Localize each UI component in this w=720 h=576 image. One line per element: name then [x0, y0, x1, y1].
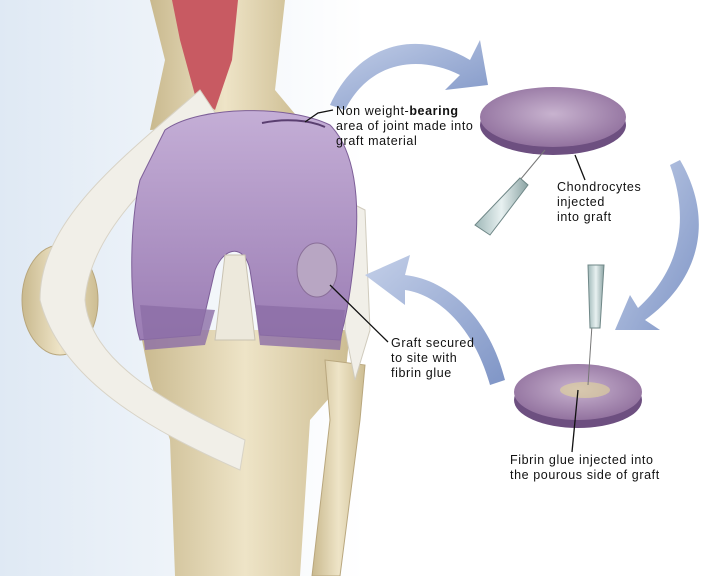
cruciate-ligament: [214, 254, 256, 341]
fibrin-glue: [560, 382, 610, 398]
label-text: area of joint made into: [336, 119, 474, 133]
label-text: fibrin glue: [391, 366, 452, 380]
label-text: Fibrin glue injected into: [510, 453, 654, 467]
label-text: to site with: [391, 351, 458, 365]
arrow-icon: [615, 160, 699, 330]
fibula: [311, 359, 366, 576]
donor-site-mark: [261, 119, 326, 128]
label-text: injected: [557, 195, 605, 209]
syringe-icon: [587, 264, 605, 386]
quadriceps-muscle: [172, 0, 238, 110]
label-donor-site: Non weight-bearing area of joint made in…: [336, 104, 474, 149]
leader-lines: [304, 109, 586, 453]
label-text: graft material: [336, 134, 418, 148]
implanted-graft: [296, 242, 338, 298]
patellar-tendon: [39, 89, 246, 471]
graft-disk-top: [480, 87, 626, 147]
label-text: Non weight-: [336, 104, 410, 118]
meniscus: [140, 305, 345, 350]
arrow-icon: [330, 40, 488, 110]
label-text-bold: bearing: [409, 104, 459, 118]
arrow-icon: [365, 255, 505, 385]
syringe-icon: [474, 149, 546, 236]
label-graft-secured: Graft secured to site with fibrin glue: [391, 336, 475, 381]
label-chondrocytes: Chondrocytes injected into graft: [557, 180, 641, 225]
tibia: [140, 330, 350, 576]
label-text: Chondrocytes: [557, 180, 642, 194]
label-text: into graft: [557, 210, 612, 224]
label-text: the pourous side of graft: [510, 468, 660, 482]
label-text: Graft secured: [391, 336, 475, 350]
label-fibrin-glue: Fibrin glue injected into the pourous si…: [510, 453, 660, 483]
